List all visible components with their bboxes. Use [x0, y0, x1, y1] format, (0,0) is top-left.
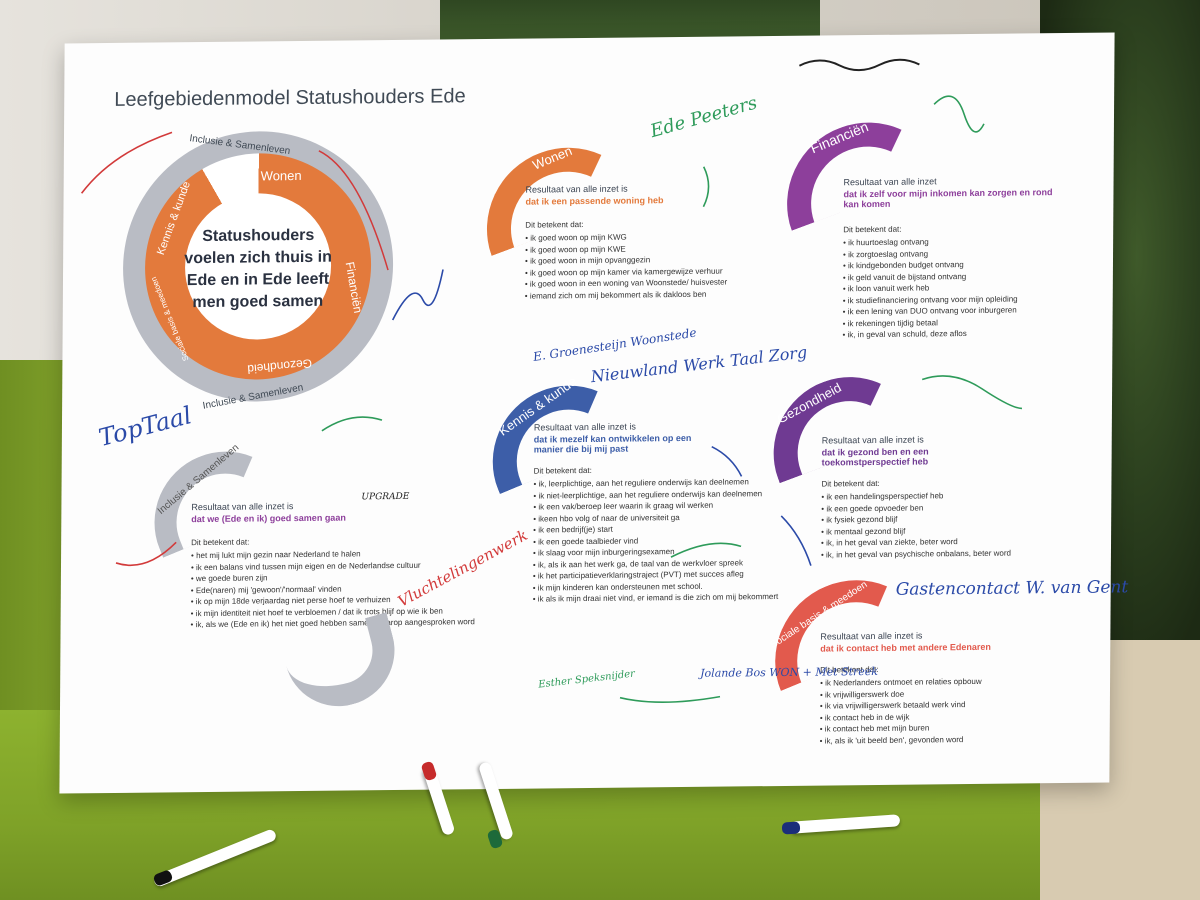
plant-foliage-top: [440, 0, 820, 40]
handwriting-scribbles: [80, 58, 1023, 704]
poster-board: Leefgebiedenmodel Statushouders Ede Incl…: [59, 32, 1128, 794]
marker-cap-blue: [781, 821, 801, 835]
